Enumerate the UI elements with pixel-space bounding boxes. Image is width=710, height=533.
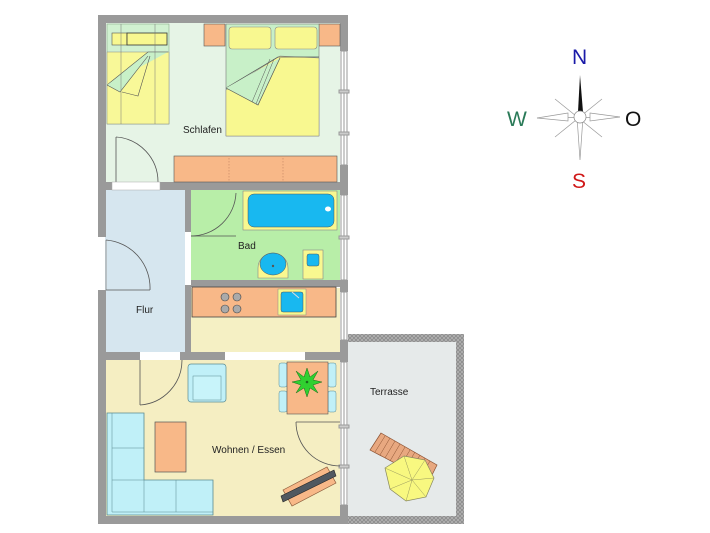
compass-north: N xyxy=(572,46,587,69)
north-needle-icon xyxy=(578,75,583,112)
room-label-schlafen: Schlafen xyxy=(183,125,222,136)
kitchen-counter xyxy=(191,286,337,318)
bad-door[interactable] xyxy=(185,192,237,285)
tv-cabinet xyxy=(280,466,337,507)
compass-rose: N S W O xyxy=(507,46,641,193)
armchair xyxy=(187,363,227,403)
wohnen-door[interactable] xyxy=(139,352,183,406)
windows xyxy=(338,50,350,506)
sofa xyxy=(106,412,214,516)
room-label-flur: Flur xyxy=(136,305,154,316)
bathtub xyxy=(242,190,338,231)
coffee-table xyxy=(154,421,187,473)
compass-south: S xyxy=(572,170,586,193)
room-label-terrasse: Terrasse xyxy=(370,387,409,398)
room-label-wohnen: Wohnen / Essen xyxy=(212,445,285,456)
compass-west: W xyxy=(507,108,527,131)
walls xyxy=(98,15,348,524)
nightstand-right xyxy=(318,23,341,47)
kitchen-opening xyxy=(225,352,305,360)
compass-east: O xyxy=(625,108,641,131)
terrasse-door[interactable] xyxy=(295,421,341,467)
single-bed xyxy=(106,23,170,125)
double-bed xyxy=(225,23,320,137)
schlafen-door[interactable] xyxy=(111,136,161,191)
nightstand-left xyxy=(203,23,226,47)
plant-icon xyxy=(291,367,323,398)
toilet xyxy=(302,249,324,280)
room-label-bad: Bad xyxy=(238,241,256,252)
entrance-door[interactable] xyxy=(105,239,151,291)
washbasin xyxy=(257,252,289,279)
terrasse-walls xyxy=(340,334,464,524)
flur-floor xyxy=(105,190,185,352)
parasol xyxy=(384,455,435,502)
wardrobe xyxy=(173,155,338,183)
